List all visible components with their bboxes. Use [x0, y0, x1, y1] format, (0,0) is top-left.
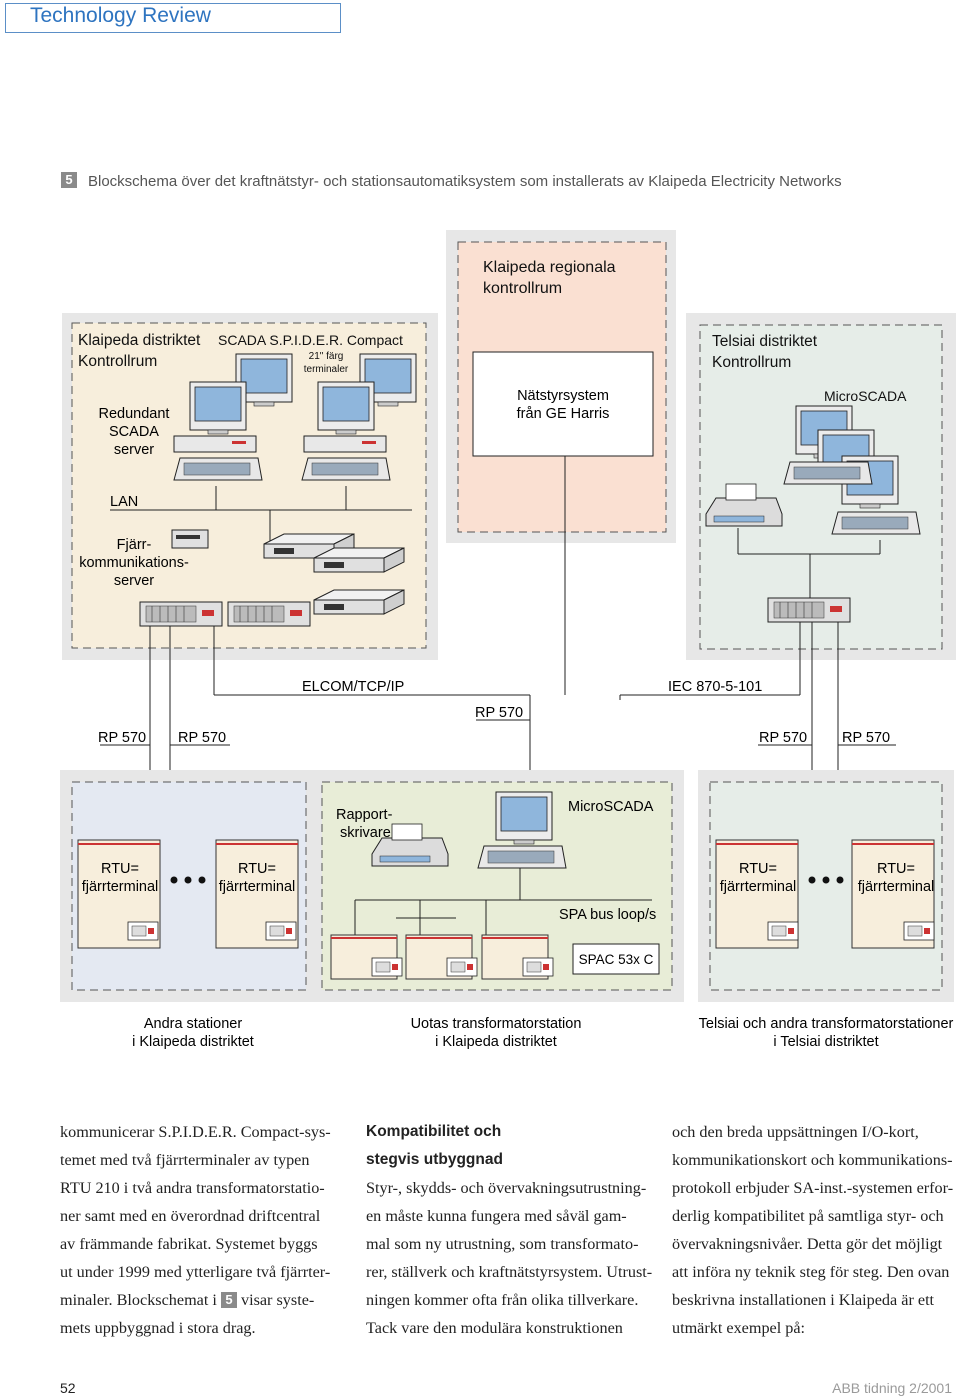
col3-line: kommunikationskort och kommunikations- — [672, 1151, 953, 1169]
redundant-server-label-1: Redundant — [99, 406, 170, 422]
col1-line: ner samt med en överordnad driftcentral — [60, 1207, 321, 1225]
col2-heading-1: Kompatibilitet och — [366, 1123, 502, 1140]
scada-label: SCADA S.P.I.D.E.R. Compact — [218, 332, 403, 348]
header-box — [5, 3, 341, 33]
col3-line: beskrivna installationen i Klaipeda är e… — [672, 1291, 935, 1309]
rp-right-1: RP 570 — [759, 730, 807, 746]
caption-center-2: i Klaipeda distriktet — [435, 1034, 557, 1050]
lower-center-devices — [330, 791, 660, 980]
lan-label: LAN — [110, 494, 138, 510]
col2-line: en måste kunna fungera med såväl gam- — [366, 1207, 627, 1225]
col3-line: derlig kompatibilitet på samtliga styr- … — [672, 1207, 944, 1225]
iec-label: IEC 870-5-101 — [668, 679, 762, 695]
telsiai-microscada-label: MicroSCADA — [824, 388, 907, 404]
center-microscada-label: MicroSCADA — [568, 799, 654, 815]
lower-right-rtus — [715, 839, 935, 949]
comm-server-label-3: server — [114, 573, 154, 589]
rp-left-2: RP 570 — [178, 730, 226, 746]
regional-title-2: kontrollrum — [483, 280, 562, 297]
caption-left-2: i Klaipeda distriktet — [132, 1034, 254, 1050]
klaipeda-comm-devices — [139, 529, 405, 627]
rp-center: RP 570 — [475, 705, 523, 721]
rp-left-1: RP 570 — [98, 730, 146, 746]
terminals-label-1: 21" färg — [309, 351, 344, 362]
body-column-1: kommunicerar S.P.I.D.E.R. Compact-sys- t… — [60, 1118, 350, 1342]
header-title: Technology Review — [30, 4, 211, 27]
lower-left-rtu2-label-1: RTU= — [238, 861, 276, 877]
lower-left-rtus — [77, 839, 299, 949]
figure-caption: Blockschema över det kraftnätstyr- och s… — [88, 173, 842, 190]
col2-heading-2: stegvis utbyggnad — [366, 1151, 503, 1168]
col2-line: Styr-, skydds- och övervakningsutrustnin… — [366, 1179, 647, 1197]
terminals-label-2: terminaler — [304, 364, 349, 375]
ge-harris-box — [472, 351, 654, 457]
lower-right-rtu1-label-1: RTU= — [739, 861, 777, 877]
lower-left-rtu1-label-2: fjärrterminal — [82, 879, 159, 895]
report-printer-label-1: Rapport- — [336, 807, 393, 823]
ge-harris-label-1: Nätstyrsystem — [517, 388, 609, 404]
col3-line: att införa ny teknik steg för steg. Den … — [672, 1263, 950, 1281]
regional-title-1: Klaipeda regionala — [483, 259, 616, 276]
body-column-2: Kompatibilitet och stegvis utbyggnad Sty… — [366, 1118, 656, 1342]
figure-ref-badge: 5 — [220, 1292, 237, 1308]
lower-left-rtu1-label-1: RTU= — [101, 861, 139, 877]
col1-line: kommunicerar S.P.I.D.E.R. Compact-sys- — [60, 1123, 331, 1141]
col3-line: utmärkt exempel på: — [672, 1319, 806, 1337]
redundant-server-label-2: SCADA — [109, 424, 159, 440]
col1-line: temet med två fjärrterminaler av typen — [60, 1151, 310, 1169]
col2-line: Tack vare den modulära konstruktionen — [366, 1319, 623, 1337]
col2-line: mal som ny utrustning, som transformato- — [366, 1235, 639, 1253]
lower-right-rtu2-label-1: RTU= — [877, 861, 915, 877]
col3-line: och den breda uppsättningen I/O-kort, — [672, 1123, 919, 1141]
ge-harris-label-2: från GE Harris — [517, 406, 610, 422]
lower-left-rtu2-label-2: fjärrterminal — [219, 879, 296, 895]
figure-number-badge: 5 — [61, 172, 77, 188]
col1-line-with-ref: minaler. Blockschemat i 5 visar syste- — [60, 1291, 315, 1309]
col2-line: ningen kommer ofta från olika tillverkar… — [366, 1291, 639, 1309]
caption-left-1: Andra stationer — [144, 1016, 243, 1032]
lower-right-rtu1-label-2: fjärrterminal — [720, 879, 797, 895]
telsiai-title-1: Telsiai distriktet — [712, 333, 818, 350]
rp-right-2: RP 570 — [842, 730, 890, 746]
system-block-diagram: Klaipeda distriktet Kontrollrum SCADA S.… — [60, 230, 956, 1050]
klaipeda-district-title-2: Kontrollrum — [78, 353, 157, 370]
comm-server-label-2: kommunikations- — [79, 555, 189, 571]
col2-line: rer, ställverk och kraftnätstyrsystem. U… — [366, 1263, 653, 1281]
elcom-label: ELCOM/TCP/IP — [302, 679, 404, 695]
caption-center-1: Uotas transformatorstation — [411, 1016, 582, 1032]
body-column-3: och den breda uppsättningen I/O-kort, ko… — [672, 1118, 958, 1342]
col3-line: protokoll erbjuder SA-inst.-systemen erf… — [672, 1179, 954, 1197]
col1-line: av främmande fabrikat. Systemet byggs — [60, 1235, 318, 1253]
report-printer-label-2: skrivare — [340, 825, 391, 841]
spa-bus-label: SPA bus loop/s — [559, 907, 656, 923]
caption-right-2: i Telsiai distriktet — [773, 1034, 878, 1050]
col1-line: ut under 1999 med ytterligare två fjärrt… — [60, 1263, 331, 1281]
klaipeda-district-title-1: Klaipeda distriktet — [78, 332, 201, 349]
spac-label: SPAC 53x C — [579, 952, 654, 967]
publication-label: ABB tidning 2/2001 — [832, 1380, 952, 1396]
comm-server-label-1: Fjärr- — [117, 537, 152, 553]
telsiai-title-2: Kontrollrum — [712, 354, 791, 371]
page-number: 52 — [60, 1380, 76, 1396]
col1-line: RTU 210 i två andra transformatorstatio- — [60, 1179, 325, 1197]
lower-right-rtu2-label-2: fjärrterminal — [858, 879, 935, 895]
redundant-server-label-3: server — [114, 442, 154, 458]
caption-right-1: Telsiai och andra transformatorstationer — [699, 1016, 954, 1032]
col1-line: mets uppbyggnad i stora drag. — [60, 1319, 256, 1337]
col3-line: övervakningsnivåer. Detta gör det möjlig… — [672, 1235, 943, 1253]
